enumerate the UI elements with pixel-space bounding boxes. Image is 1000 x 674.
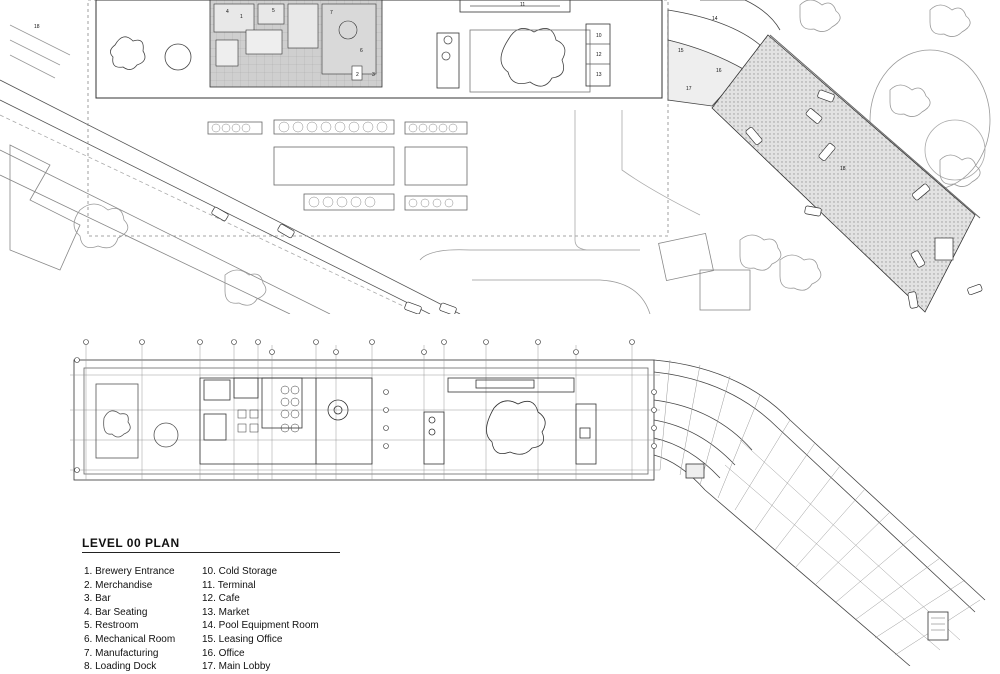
legend-item: 10. Cold Storage: [202, 566, 278, 577]
site-label: 6: [360, 48, 363, 54]
site-label: 18: [840, 166, 846, 172]
legend-item: 13. Market: [202, 606, 250, 618]
lobby-and-parking-wing: [653, 359, 986, 666]
legend-item: 4. Bar Seating: [84, 606, 148, 618]
legend-item: 12. Cafe: [202, 593, 240, 605]
site-room-numbers: 1 2 3 4 5 6 7 11 10 12 13 14 15 16 17 18…: [34, 2, 846, 172]
site-label: 12: [596, 52, 602, 58]
legend-item: 17. Main Lobby: [202, 661, 271, 673]
title-underline: [82, 552, 340, 553]
site-label: 3: [372, 72, 375, 78]
legend-item: 8. Loading Dock: [84, 661, 157, 673]
legend-column-1: 1. Brewery Entrance 2. Merchandise 3. Ba…: [84, 565, 175, 674]
site-label: 16: [716, 68, 722, 74]
legend-item: 11. Terminal: [202, 579, 256, 591]
site-label: 15: [678, 48, 684, 54]
legend-item: 6. Mechanical Room: [84, 633, 176, 645]
site-lobby-and-parking: [211, 0, 983, 316]
legend-item: 14. Pool Equipment Room: [202, 620, 319, 632]
site-label: 10: [596, 33, 602, 39]
site-label: 17: [686, 86, 692, 92]
site-label: 14: [712, 16, 718, 22]
site-label: 11: [520, 2, 525, 8]
site-label: 7: [330, 10, 333, 16]
legend-item: 7. Manufacturing: [84, 647, 159, 659]
legend-item: 1. Brewery Entrance: [84, 566, 175, 577]
legend-column-2: 10. Cold Storage 11. Terminal 12. Cafe 1…: [202, 565, 319, 674]
legend-item: 3. Bar: [84, 593, 111, 605]
legend-item: 16. Office: [202, 647, 245, 659]
plan-title: LEVEL 00 PLAN: [82, 536, 180, 550]
legend-item: 15. Leasing Office: [202, 633, 283, 645]
level-00-floor-plan: [70, 339, 660, 481]
site-label: 13: [596, 72, 602, 78]
site-label: 4: [226, 9, 229, 15]
legend-item: 2. Merchandise: [84, 579, 153, 591]
site-label: 5: [272, 8, 275, 14]
site-plan: [0, 0, 991, 315]
site-label: 1: [240, 14, 243, 20]
site-label: 18: [34, 24, 40, 30]
site-label: 2: [356, 72, 359, 78]
legend-item: 5. Restroom: [84, 620, 139, 632]
